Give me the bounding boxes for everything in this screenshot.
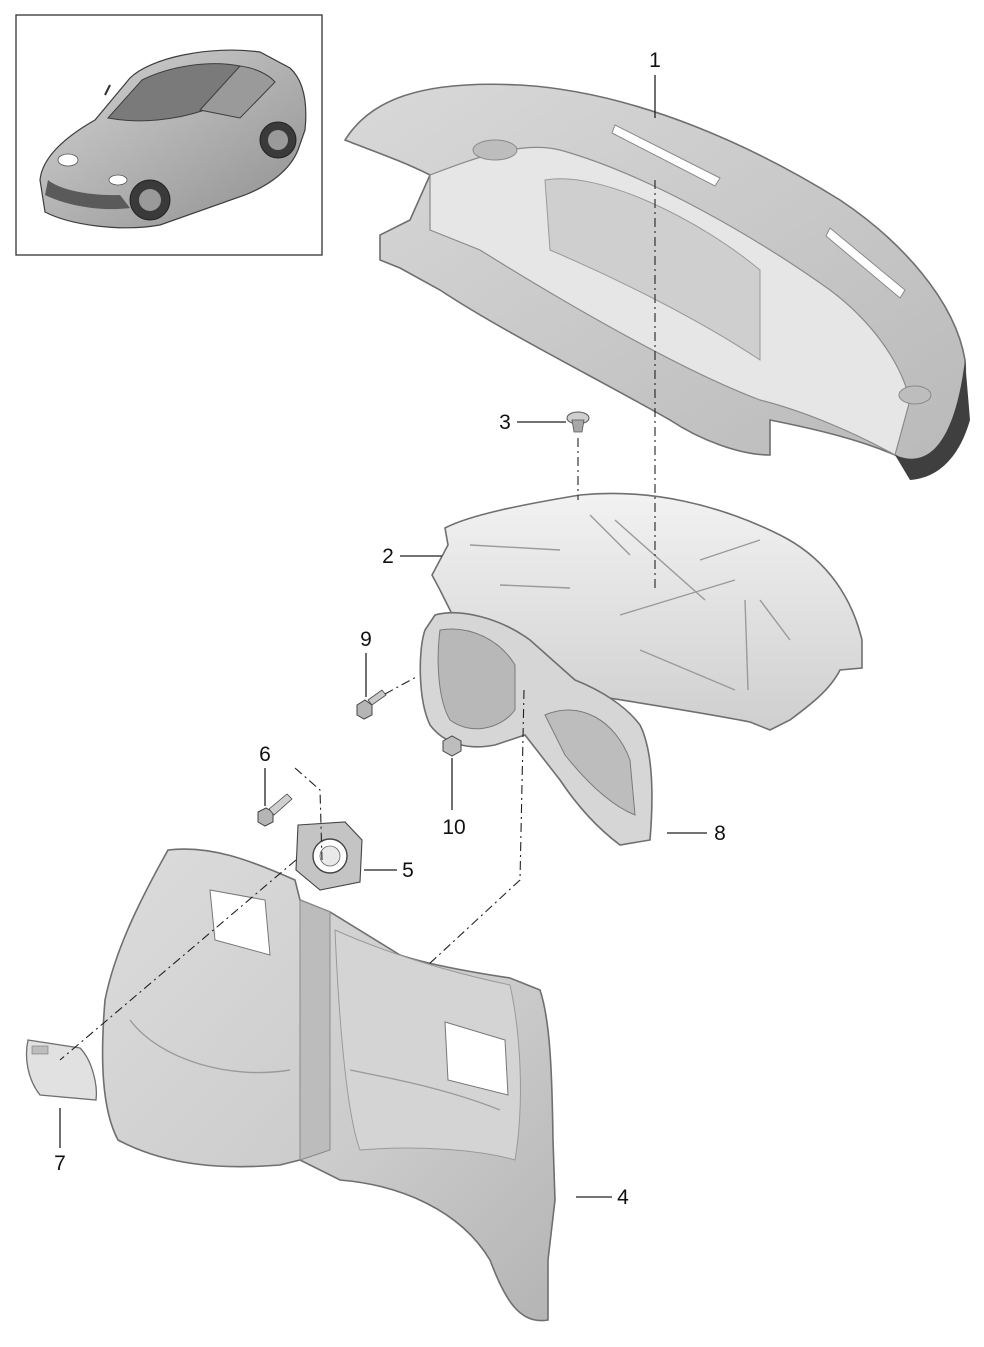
callout-8: 8 <box>714 822 726 845</box>
car-illustration <box>39 49 307 229</box>
part-1-rear-shelf <box>343 83 970 480</box>
part-3-clip <box>566 411 590 433</box>
part-6-bolt <box>257 793 293 827</box>
part-8-bracket <box>419 612 653 846</box>
part-5-ring-bracket <box>295 821 363 891</box>
callout-10: 10 <box>442 816 465 839</box>
vehicle-thumbnail <box>15 14 323 256</box>
callout-1: 1 <box>649 49 661 72</box>
assembly-lines <box>59 180 656 1061</box>
part-9-bolt <box>356 689 387 720</box>
part-10-nut <box>442 735 462 757</box>
leader-lines <box>59 75 707 1198</box>
callout-9: 9 <box>360 628 372 651</box>
callout-6: 6 <box>259 743 271 766</box>
callout-2: 2 <box>382 545 394 568</box>
callout-7: 7 <box>54 1152 66 1175</box>
callout-3: 3 <box>499 411 511 434</box>
callout-5: 5 <box>402 859 414 882</box>
callout-labels: 1 2 3 4 5 6 7 8 9 10 <box>54 49 726 1209</box>
part-4-seat-panel <box>101 848 556 1322</box>
part-7-cap <box>25 1039 98 1101</box>
callout-4: 4 <box>617 1186 629 1209</box>
